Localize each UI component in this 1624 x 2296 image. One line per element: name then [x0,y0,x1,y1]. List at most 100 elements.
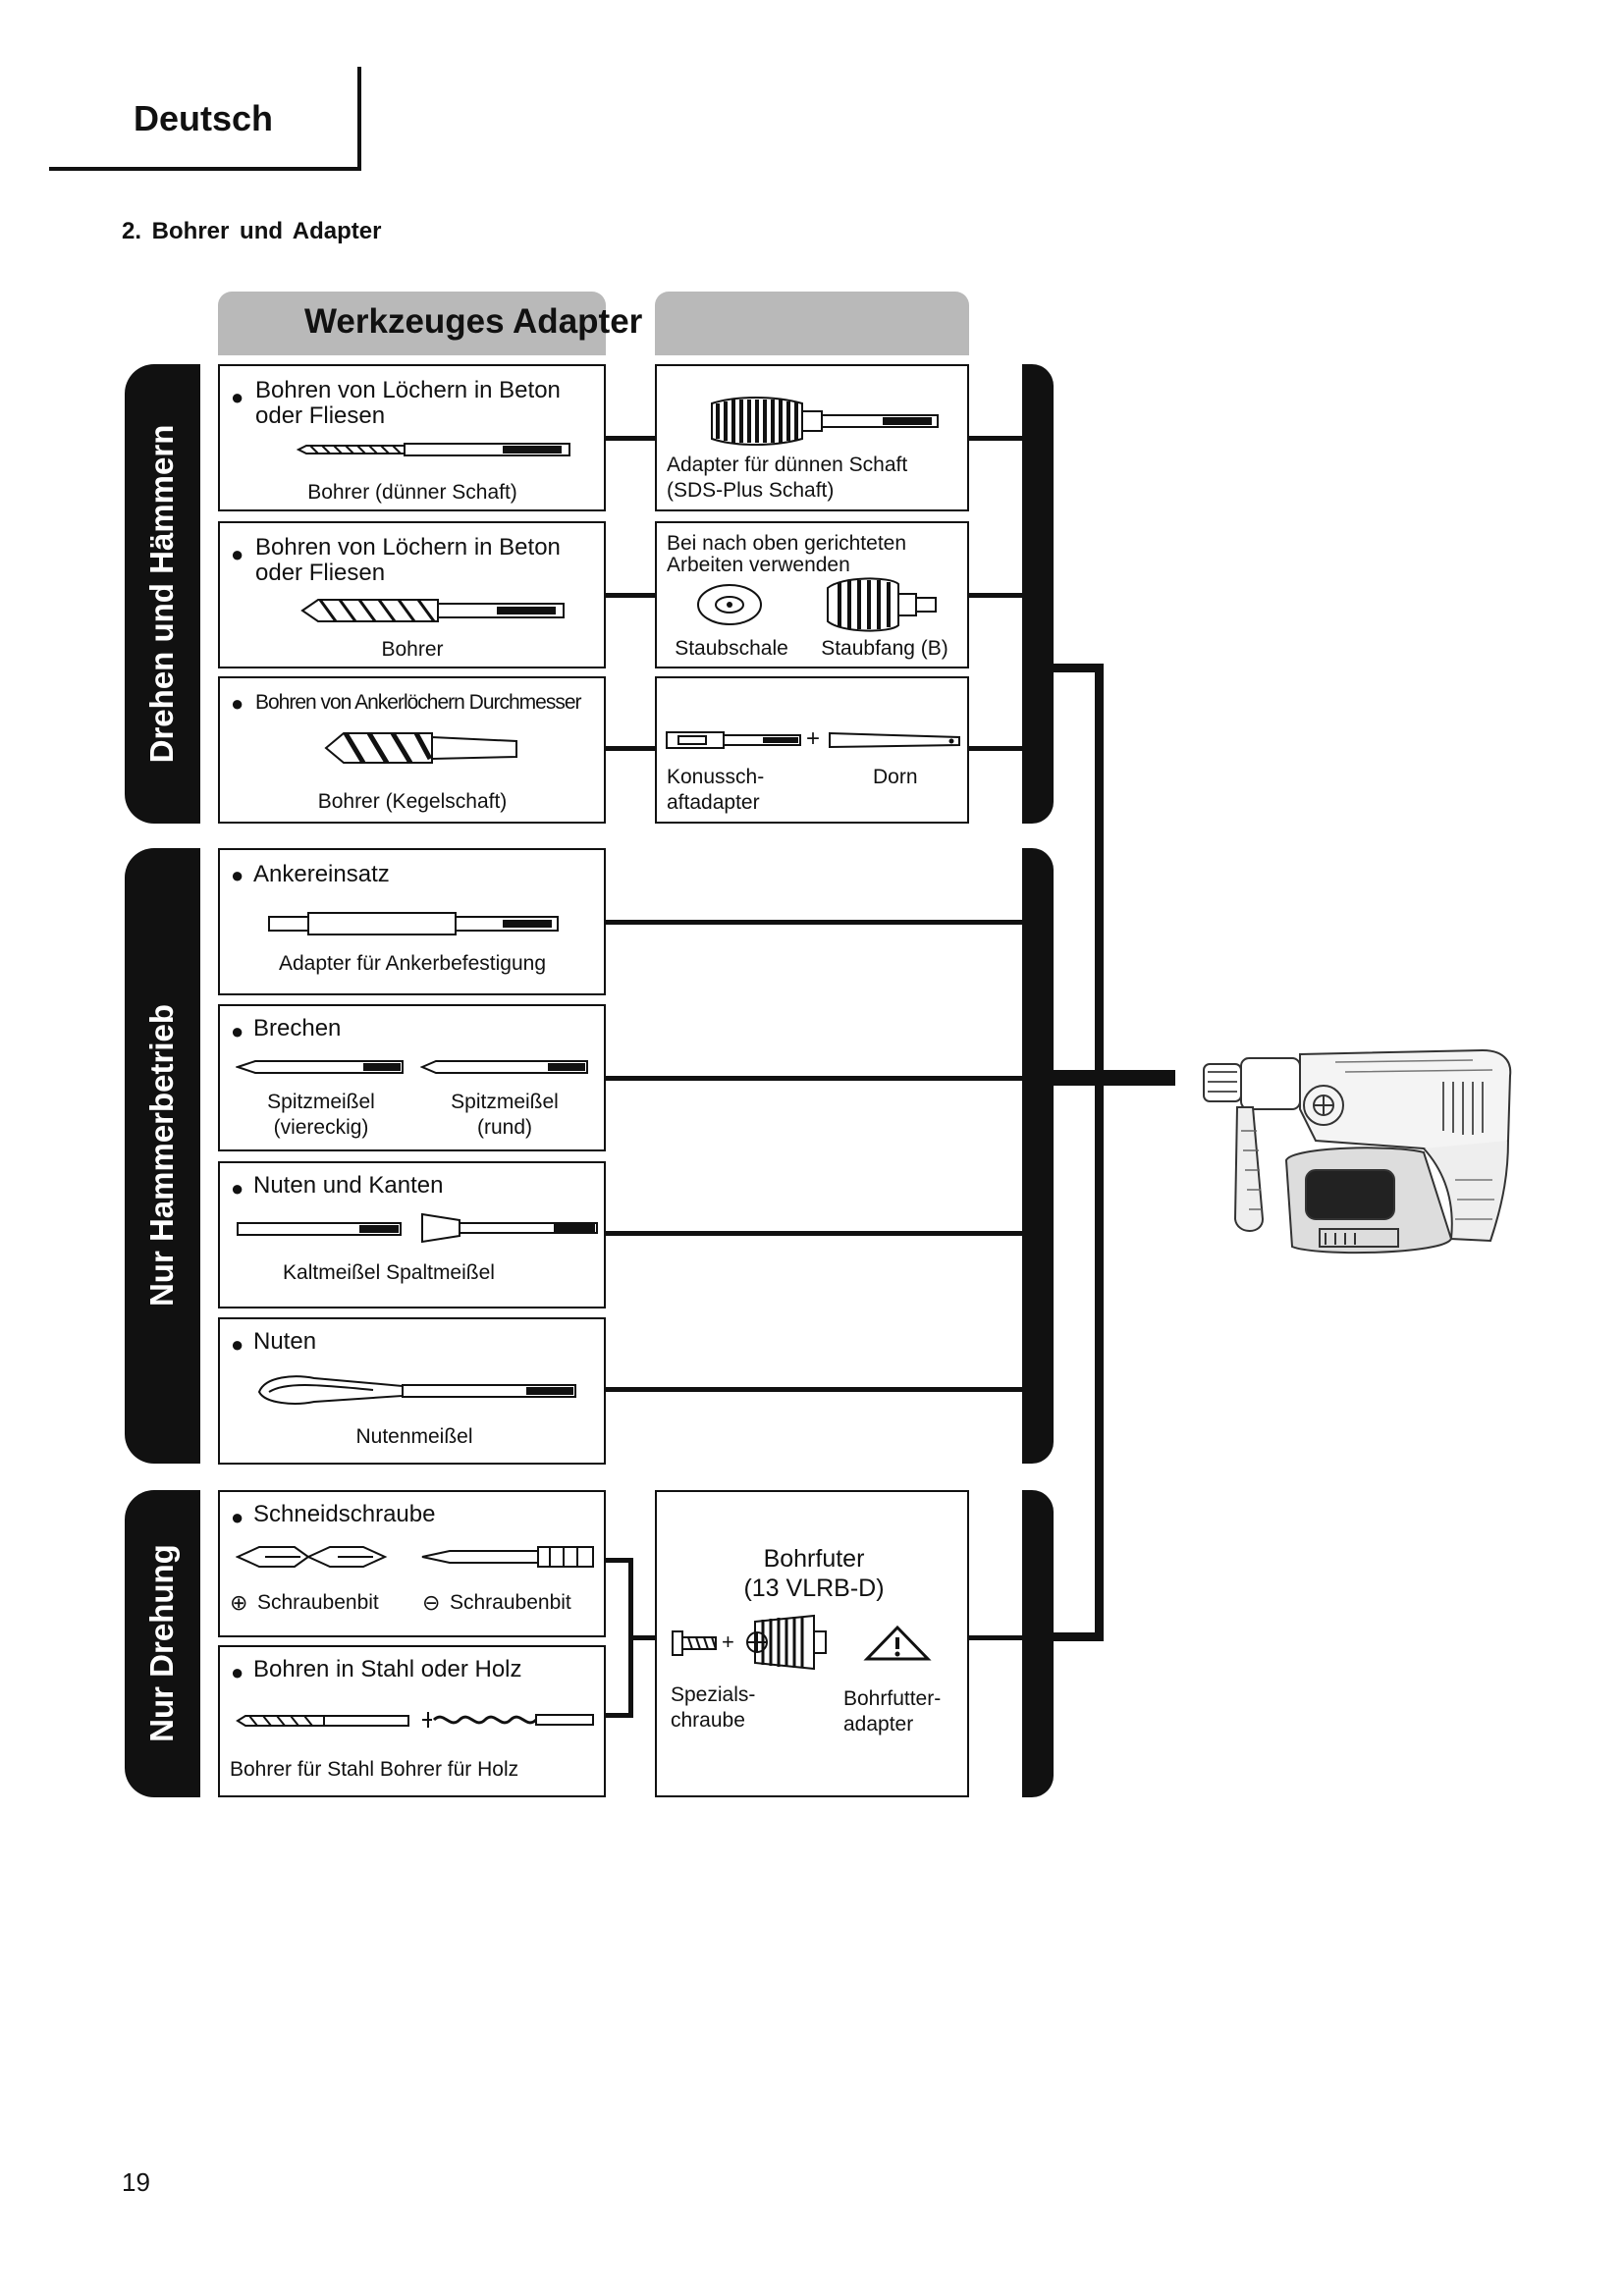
bullet-icon: ● [231,1660,244,1684]
tool-title: Bohren von Ankerlöchern Durchmesser [255,691,582,714]
connector-line [605,1231,1023,1236]
language-tab [49,67,361,171]
thin-shank-adapter-icon [711,397,939,446]
steel-drill-bit-icon [236,1715,409,1727]
tool-caption: Kaltmeißel Spaltmeißel [283,1261,495,1284]
group-bracket [1022,364,1054,824]
connector-trunk [1054,1632,1103,1641]
warning-triangle-icon [863,1625,932,1661]
tool-column-header [218,292,606,355]
tool-title: oder Fliesen [255,402,386,429]
connector-trunk [1054,1070,1175,1086]
tool-caption: Bohrer (dünner Schaft) [307,481,517,504]
tool-title: Ankereinsatz [253,861,390,887]
connector-line [968,436,1023,441]
adapter-caption: Bohrfutter- [843,1687,942,1710]
tool-title: Schneidschraube [253,1501,436,1527]
connector-line [605,1713,632,1718]
connector-line [968,746,1023,751]
thin-shank-drill-bit-icon [297,443,570,456]
group-bracket [1022,1490,1054,1797]
adapter-caption: Adapter für dünnen Schaft [667,454,908,476]
tool-caption: Bohrer [381,638,444,661]
connector-line [628,1635,656,1640]
tool-box-grooving-edging: ● Nuten und Kanten Kaltmeißel Spaltmeiße… [218,1161,606,1308]
plus-sign-icon: ⊕ [230,1590,248,1615]
adapter-column-header [655,292,969,355]
plus-icon: + [722,1629,734,1654]
adapter-caption: Konussch- [667,766,765,788]
group-tab-rotation-only: Nur Drehung [125,1490,200,1797]
page-number: 19 [122,2167,150,2197]
connector-line [605,746,656,751]
tool-caption: Nutenmeißel [355,1425,473,1448]
tool-caption: Schraubenbit [450,1591,571,1614]
slotted-bit-icon [421,1546,594,1568]
connector-line [605,920,1023,925]
adapter-note: Arbeiten verwenden [667,554,850,576]
tool-box-breaking: ● Brechen Spitzmeißel (viereckig) Spitzm… [218,1004,606,1151]
section-heading: 2. Bohrer und Adapter [122,218,382,244]
tool-box-anchor-setting: ● Ankereinsatz Adapter für Ankerbefestig… [218,848,606,995]
bullet-icon: ● [231,542,244,566]
tool-box-sds-drill-bit: ● Bohren von Löchern in Beton oder Flies… [218,521,606,668]
adapter-box-drill-chuck: Bohrfuter (13 VLRB-D) + Spezials- chraub… [655,1490,969,1797]
table-header-title: Werkzeuges Adapter [304,302,643,341]
adapter-caption: Staubschale [675,637,788,660]
connector-line [605,593,656,598]
spade-chisel-icon [421,1212,598,1244]
tool-box-sds-thin-shank-bit: ● Bohren von Löchern in Beton oder Flies… [218,364,606,511]
connector-line [605,1558,632,1563]
bullet-icon: ● [231,691,244,716]
adapter-box-dust-collection: Bei nach oben gerichteten Arbeiten verwe… [655,521,969,668]
tool-caption: Adapter für Ankerbefestigung [278,952,547,975]
bullet-icon: ● [231,1332,244,1357]
minus-sign-icon: ⊖ [422,1590,441,1615]
group-label: Nur Drehung [143,1544,180,1742]
tool-caption: (viereckig) [273,1116,369,1139]
adapter-box-taper-shank: + Konussch- aftadapter Dorn [655,676,969,824]
plus-icon: + [806,725,821,752]
chuck-model: (13 VLRB-D) [743,1575,885,1602]
connector-trunk [1095,664,1104,1641]
wood-drill-bit-icon [422,1712,594,1728]
group-bracket [1022,848,1054,1464]
group-tab-rotation-hammering: Drehen und Hämmern [125,364,200,824]
adapter-note: Bei nach oben gerichteten [667,532,907,555]
sds-drill-bit-icon [300,599,565,622]
phillips-bit-icon [236,1546,388,1568]
group-tab-hammer-only: Nur Hammerbetrieb [125,848,200,1464]
rotary-hammer-illustration [1203,1048,1512,1255]
connector-trunk [1054,664,1103,672]
tool-caption: Spitzmeißel [451,1091,559,1113]
tool-caption: Spitzmeißel [267,1091,375,1113]
adapter-caption: adapter [843,1713,914,1735]
tool-box-taper-shank-bit: ● Bohren von Ankerlöchern Durchmesser Bo… [218,676,606,824]
dust-collector-icon [827,577,937,632]
tool-caption: Bohrer für Stahl Bohrer für Holz [230,1758,519,1781]
round-bull-point-icon [420,1060,588,1074]
group-label: Nur Hammerbetrieb [143,1003,180,1308]
tool-title: Nuten und Kanten [253,1172,444,1199]
tool-caption: Bohrer (Kegelschaft) [317,790,508,813]
bullet-icon: ● [231,385,244,409]
tool-title: Bohren von Löchern in Beton [255,534,561,561]
adapter-caption: aftadapter [667,791,760,814]
drill-chuck-icon [746,1614,827,1671]
taper-shank-adapter-icon [666,731,801,749]
tool-title: Bohren in Stahl oder Holz [253,1656,522,1682]
taper-shank-drill-bit-icon [324,731,517,765]
gouge-chisel-icon [257,1375,576,1405]
tool-title: Brechen [253,1015,342,1041]
cold-chisel-icon [237,1222,402,1236]
drift-icon [829,731,960,749]
connector-line [605,1076,1023,1081]
tool-box-drilling-steel-wood: ● Bohren in Stahl oder Holz Bohrer für S… [218,1645,606,1797]
bullet-icon: ● [231,1019,244,1043]
chuck-title: Bohrfuter [763,1545,865,1573]
adapter-caption: (SDS-Plus Schaft) [667,479,835,502]
connector-line [605,1387,1023,1392]
adapter-caption: chraube [671,1709,745,1732]
bullet-icon: ● [231,1176,244,1201]
adapter-box-thin-shank: Adapter für dünnen Schaft (SDS-Plus Scha… [655,364,969,511]
